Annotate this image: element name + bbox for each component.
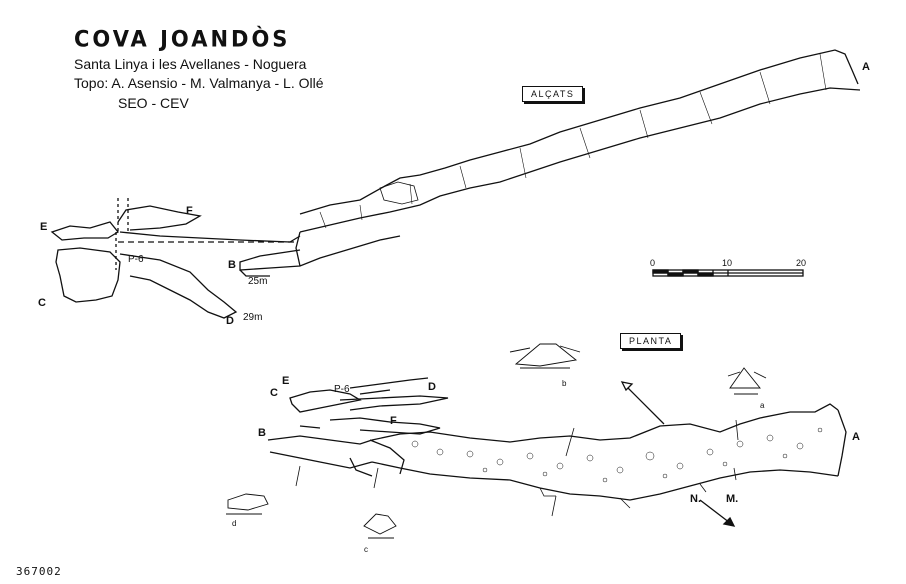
cross-sections — [226, 343, 767, 539]
elev-label-c: C — [38, 297, 46, 309]
club-credits: SEO - CEV — [118, 95, 189, 111]
survey-credits: Topo: A. Asensio - M. Valmanya - L. Ollé — [74, 75, 324, 91]
plan-pit: P-6 — [334, 384, 350, 395]
plan-section-label: PLANTA — [620, 333, 682, 349]
elevation-lower-passage — [119, 231, 401, 271]
elev-label-b: B — [228, 259, 236, 271]
section-a: a — [760, 401, 765, 410]
plan-label-a: A — [852, 431, 860, 443]
plan-label-e: E — [282, 375, 289, 387]
elev-label-e: E — [40, 221, 47, 233]
plan-north: N. — [690, 493, 701, 505]
elevation-lower-wall — [299, 87, 861, 233]
elevation-upper-wall — [299, 49, 859, 215]
elev-pit: P-6 — [128, 254, 144, 265]
elev-label-a: A — [862, 61, 870, 73]
plan-lower-wall — [371, 461, 839, 501]
elevation-section-label: ALÇATS — [522, 86, 584, 102]
plan-left-branches — [267, 435, 373, 469]
catalog-number: 367002 — [16, 565, 62, 578]
map-title: COVA JOANDÒS — [74, 26, 291, 52]
location-line: Santa Linya i les Avellanes - Noguera — [74, 56, 307, 72]
scale-tick-0: 0 — [650, 258, 655, 268]
depth-d: 29m — [243, 312, 262, 323]
plan-label-c: C — [270, 387, 278, 399]
plan-label-d: D — [428, 381, 436, 393]
section-c: c — [364, 545, 368, 554]
plan-label-b: B — [258, 427, 266, 439]
elev-label-d: D — [226, 315, 234, 327]
plan-label-f: F — [390, 415, 397, 427]
scale-tick-20: 20 — [796, 258, 806, 268]
plan-magnetic: M. — [726, 493, 738, 505]
plan-upper-wall — [371, 403, 839, 443]
elevation-left-zone — [50, 221, 119, 241]
section-b: b — [562, 379, 567, 388]
section-d: d — [232, 519, 236, 528]
scale-tick-10: 10 — [722, 258, 732, 268]
elev-label-f: F — [186, 205, 193, 217]
depth-b: 25m — [248, 276, 267, 287]
north-arrow — [623, 383, 735, 527]
